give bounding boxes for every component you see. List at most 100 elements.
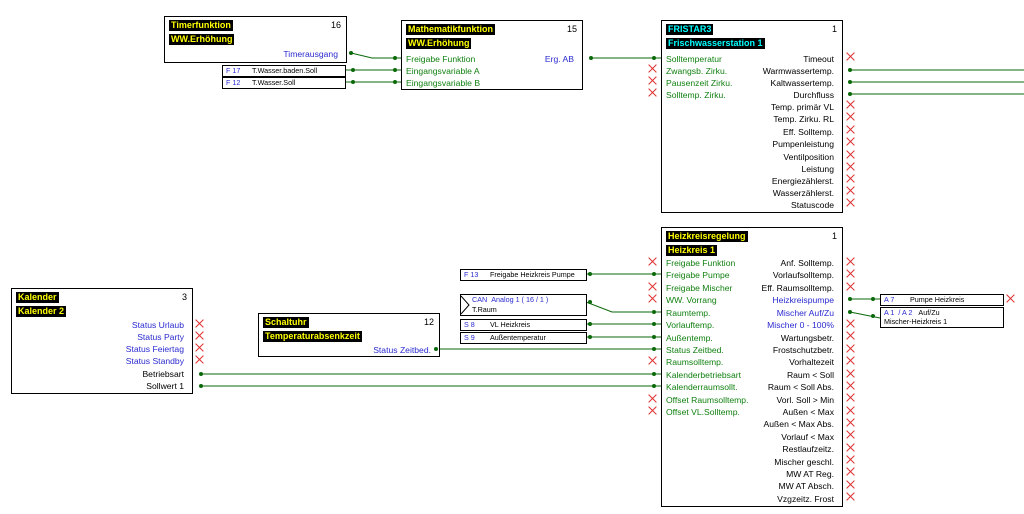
source-label: Außentemperatur (490, 333, 546, 342)
input-ww-vorrang[interactable]: WW. Vorrang (666, 295, 717, 305)
output-eff-solltemp[interactable]: Eff. Solltemp. (783, 127, 834, 137)
input-offset-raumsolltemp[interactable]: Offset Raumsolltemp. (666, 395, 749, 405)
unconnected-x-icon (846, 269, 855, 278)
output-restlaufzeitz[interactable]: Restlaufzeitz. (782, 444, 834, 454)
input-status-zeitbed[interactable]: Status Zeitbed. (666, 345, 724, 355)
output-wartungsbetr[interactable]: Wartungsbetr. (780, 333, 834, 343)
unconnected-x-icon (846, 455, 855, 464)
fristar-block[interactable]: FRISTAR3 Frischwasserstation 1 1 Solltem… (661, 20, 843, 213)
connection-dot (351, 68, 355, 72)
output-pumpenleistung[interactable]: Pumpenleistung (772, 139, 834, 149)
unconnected-x-icon (846, 150, 855, 159)
unconnected-x-icon (648, 282, 657, 291)
output-status-feiertag[interactable]: Status Feiertag (125, 344, 184, 354)
input-zwangsb-zirku[interactable]: Zwangsb. Zirku. (666, 66, 728, 76)
block-number: 16 (330, 20, 341, 30)
output-temp-primaer-vl[interactable]: Temp. primär VL (770, 102, 834, 112)
output-statuscode[interactable]: Statuscode (791, 200, 834, 210)
input-freigabe-mischer[interactable]: Freigabe Mischer (666, 283, 733, 293)
output-eff-raumsolltemp[interactable]: Eff. Raumsolltemp. (761, 283, 834, 293)
output-status-party[interactable]: Status Party (137, 332, 184, 342)
unconnected-x-icon (846, 162, 855, 171)
output-heizkreispumpe[interactable]: Heizkreispumpe (772, 295, 834, 305)
connection-dot (588, 300, 592, 304)
output-status-zeitbed[interactable]: Status Zeitbed. (373, 345, 431, 355)
output-anf-solltemp[interactable]: Anf. Solltemp. (780, 258, 835, 268)
input-aussentemp[interactable]: Außentemp. (666, 333, 713, 343)
output-vorlauf-kleiner-max[interactable]: Vorlauf < Max (781, 432, 834, 442)
output-mischer-0-100[interactable]: Mischer 0 - 100% (767, 320, 834, 330)
input-pausenzeit-zirku[interactable]: Pausenzeit Zirku. (666, 78, 733, 88)
output-aussen-kleiner-max[interactable]: Außen < Max (782, 407, 834, 417)
input-vorlauftemp[interactable]: Vorlauftemp. (666, 320, 715, 330)
output-durchfluss[interactable]: Durchfluss (793, 90, 834, 100)
output-aussen-kleiner-max-abs[interactable]: Außen < Max Abs. (763, 419, 834, 429)
output-timeout[interactable]: Timeout (803, 54, 834, 64)
input-kalenderraumsollt[interactable]: Kalenderraumsollt. (666, 382, 738, 392)
connection-dot (871, 297, 875, 301)
unconnected-x-icon (195, 355, 204, 364)
source-ref: CAN (472, 295, 488, 304)
output-vorlaufsolltemp[interactable]: Vorlaufsolltemp. (772, 270, 834, 280)
unconnected-x-icon (846, 443, 855, 452)
input-solltemperatur[interactable]: Solltemperatur (666, 54, 722, 64)
output-kaltwassertemp[interactable]: Kaltwassertemp. (770, 78, 834, 88)
output-frostschutzbetr[interactable]: Frostschutzbetr. (772, 345, 834, 355)
math-function-block[interactable]: Mathematikfunktion WW.Erhöhung 15 Freiga… (401, 20, 583, 90)
heating-circuit-block[interactable]: Heizkreisregelung Heizkreis 1 1 Freigabe… (661, 227, 843, 507)
calendar-block[interactable]: Kalender Kalender 2 3 Status Urlaub Stat… (11, 288, 193, 394)
output-vorhaltezeit[interactable]: Vorhaltezeit (789, 357, 834, 367)
output-mischer-geschl[interactable]: Mischer geschl. (774, 457, 834, 467)
input-freigabe-funktion[interactable]: Freigabe Funktion (406, 54, 476, 64)
output-mw-at-absch[interactable]: MW AT Absch. (778, 481, 834, 491)
unconnected-x-icon (195, 331, 204, 340)
input-raumsolltemp[interactable]: Raumsolltemp. (666, 357, 724, 367)
block-number: 1 (831, 231, 837, 241)
unconnected-x-icon (846, 319, 855, 328)
output-warmwassertemp[interactable]: Warmwassertemp. (762, 66, 834, 76)
input-solltemp-zirku[interactable]: Solltemp. Zirku. (666, 90, 726, 100)
connection-dot (393, 68, 397, 72)
output-energiezaehlerst[interactable]: Energiezählerst. (771, 176, 834, 186)
connection-dot (652, 272, 656, 276)
output-vorl-soll-groesser-min[interactable]: Vorl. Soll > Min (776, 395, 834, 405)
timer-function-block[interactable]: Timerfunktion WW.Erhöhung 16 Timerausgan… (164, 16, 347, 63)
input-eingangsvariable-b[interactable]: Eingangsvariable B (406, 78, 481, 88)
output-erg-ab[interactable]: Erg. AB (544, 54, 574, 64)
output-sollwert-1[interactable]: Sollwert 1 (146, 381, 184, 391)
timer-switch-block[interactable]: Schaltuhr Temperaturabsenkzeit 12 Status… (258, 313, 440, 357)
output-mw-at-reg[interactable]: MW AT Reg. (786, 469, 834, 479)
input-kalenderbetriebsart[interactable]: Kalenderbetriebsart (666, 370, 742, 380)
input-offset-vl-solltemp[interactable]: Offset VL.Solltemp. (666, 407, 740, 417)
connection-dot (652, 335, 656, 339)
destination-a1[interactable]: A 1 / A 2 Auf/Zu Mischer-Heizkreis 1 (880, 307, 1004, 328)
source-label: T.Wasser.baden.Soll (252, 66, 318, 75)
connection-dot (588, 322, 592, 326)
output-raum-kleiner-soll-abs[interactable]: Raum < Soll Abs. (767, 382, 834, 392)
source-can[interactable]: CAN Analog 1 ( 16 / 1 ) T.Raum (460, 294, 587, 316)
output-mischer-auf-zu[interactable]: Mischer Auf/Zu (776, 308, 834, 318)
output-betriebsart[interactable]: Betriebsart (142, 369, 184, 379)
destination-label: Pumpe Heizkreis (910, 295, 965, 304)
input-freigabe-pumpe[interactable]: Freigabe Pumpe (666, 270, 730, 280)
output-raum-kleiner-soll[interactable]: Raum < Soll (786, 370, 834, 380)
input-raumtemp[interactable]: Raumtemp. (666, 308, 711, 318)
output-timerausgang[interactable]: Timerausgang (283, 49, 338, 59)
output-leistung[interactable]: Leistung (801, 164, 835, 174)
output-status-urlaub[interactable]: Status Urlaub (131, 320, 184, 330)
output-status-standby[interactable]: Status Standby (125, 356, 184, 366)
output-temp-zirku-rl[interactable]: Temp. Zirku. RL (773, 114, 834, 124)
connection-dot (393, 80, 397, 84)
input-eingangsvariable-a[interactable]: Eingangsvariable A (406, 66, 480, 76)
output-vzgzeitz-frost[interactable]: Vzgzeitz. Frost (777, 494, 834, 504)
input-freigabe-funktion[interactable]: Freigabe Funktion (666, 258, 736, 268)
source-label: Analog 1 ( 16 / 1 ) (491, 295, 549, 304)
output-ventilposition[interactable]: Ventilposition (783, 152, 834, 162)
output-wasserzaehlerst[interactable]: Wasserzählerst. (772, 188, 834, 198)
